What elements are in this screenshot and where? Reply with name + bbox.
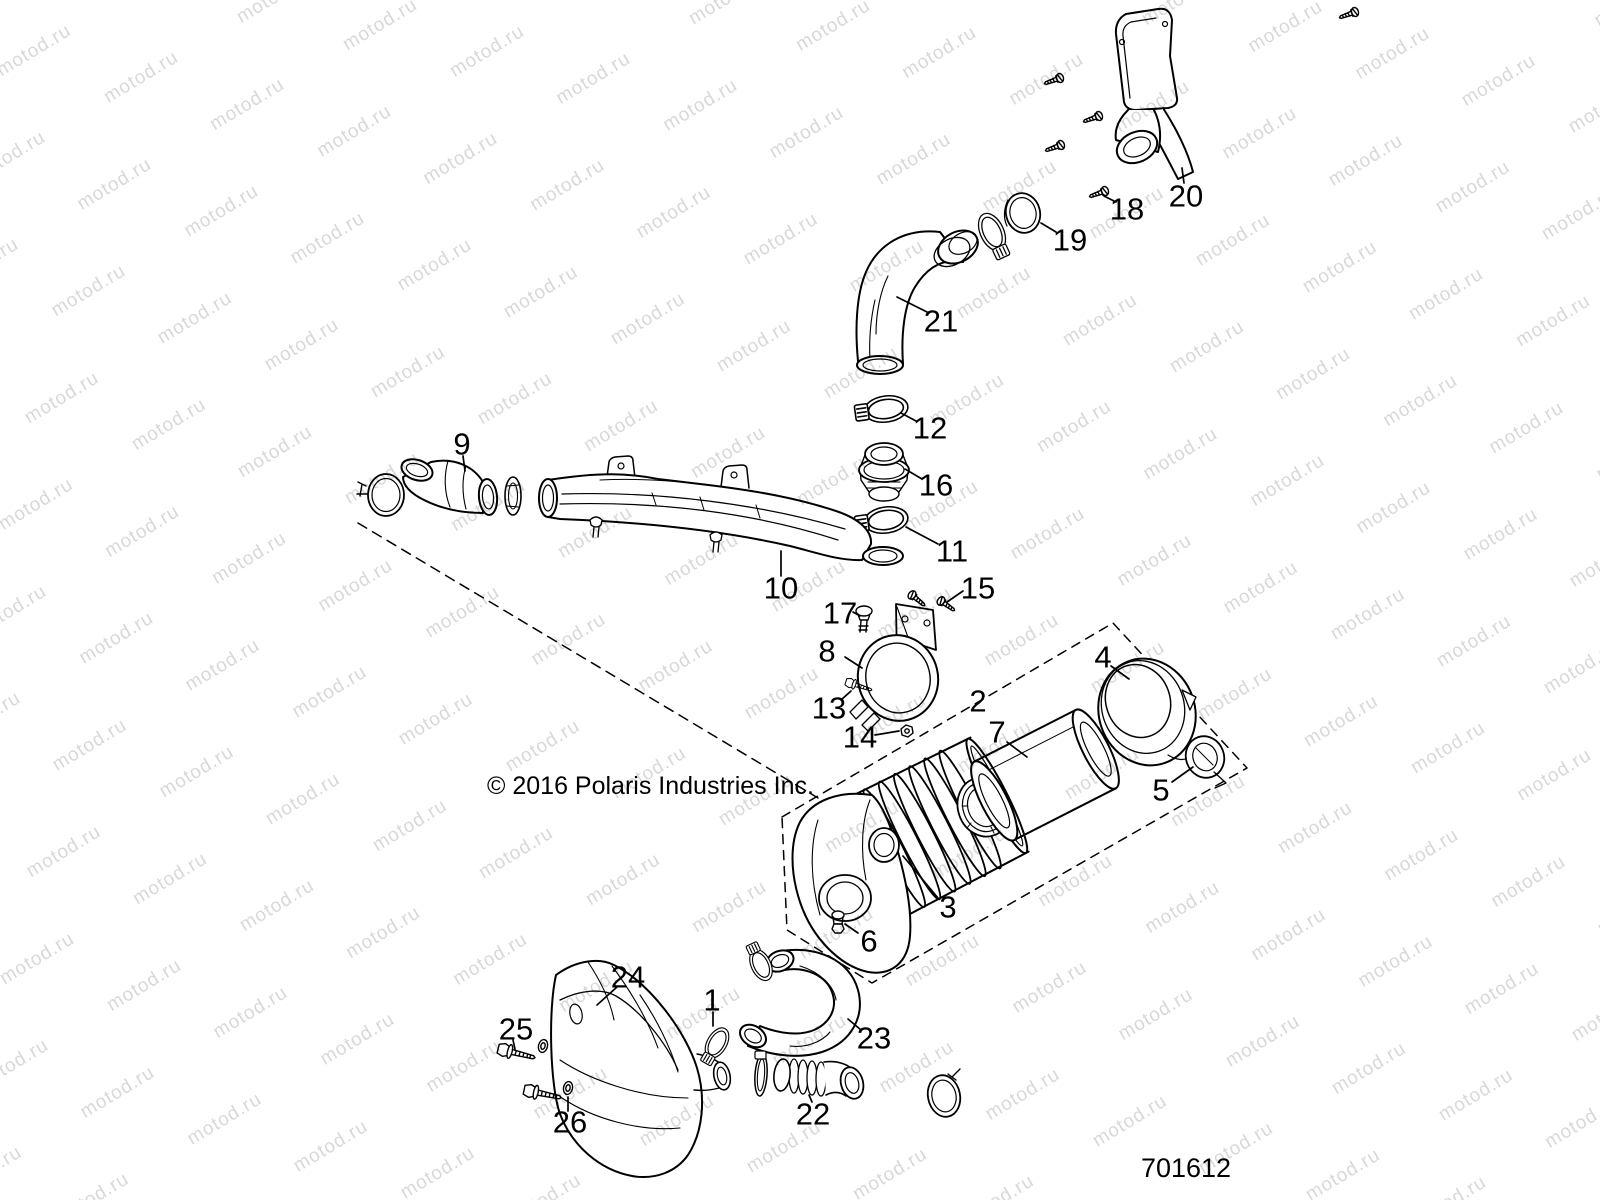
part-label-16: 16 (919, 468, 953, 503)
part-label-12: 12 (913, 411, 947, 446)
label-leader-9 (462, 455, 466, 472)
part-label-25: 25 (499, 1012, 533, 1047)
part-5-cap (1184, 735, 1227, 789)
part-21-air-tube (855, 229, 979, 375)
part-9-spacer (504, 476, 522, 516)
part-9-elbow-hose (400, 458, 499, 516)
label-leader-7 (1006, 741, 1028, 758)
part-12-clamp (852, 392, 911, 427)
label-leader-22 (808, 1094, 813, 1103)
label-leader-13 (840, 690, 852, 701)
label-leader-18 (1103, 195, 1117, 203)
part-18-screws (1042, 5, 1361, 202)
part-20-intake-duct (1114, 7, 1194, 180)
part-label-8: 8 (818, 634, 835, 669)
part-label-2: 2 (969, 684, 986, 719)
label-leader-12 (900, 412, 917, 422)
part-7-air-filter (970, 708, 1120, 842)
part-label-20: 20 (1169, 179, 1203, 214)
part-1-clamp (696, 1023, 735, 1069)
part-10-intake-duct (538, 455, 904, 566)
part-label-24: 24 (611, 960, 645, 995)
part-label-17: 17 (823, 596, 857, 631)
exploded-view-dashed-leader (357, 522, 819, 799)
label-leader-11 (905, 526, 939, 545)
part-label-3: 3 (939, 890, 956, 925)
part-14-nut (900, 724, 914, 738)
part-19-clamp (972, 192, 1042, 263)
part-22-coupling (773, 1058, 865, 1100)
label-leader-6 (844, 923, 859, 934)
part-label-15: 15 (961, 571, 995, 606)
part-24-resonator (550, 959, 732, 1178)
part-8-bracket-clamp (849, 603, 940, 732)
label-leader-4 (1110, 665, 1130, 680)
part-label-7: 7 (988, 715, 1005, 750)
label-leader-5 (1171, 766, 1194, 783)
part-label-4: 4 (1094, 640, 1111, 675)
label-leader-23 (847, 1018, 862, 1031)
assembly-2-dashed-box (781, 622, 1248, 984)
part-label-19: 19 (1053, 223, 1087, 258)
part-6-fitting (831, 910, 845, 934)
label-leader-20 (1181, 167, 1185, 184)
label-leader-14 (874, 730, 900, 736)
part-label-5: 5 (1152, 773, 1169, 808)
label-leader-24 (596, 986, 618, 1006)
part-label-11: 11 (936, 534, 968, 569)
label-leader-21 (896, 296, 930, 314)
part-16-coupling (858, 442, 910, 502)
part-4-end-cap (1097, 657, 1197, 767)
part-22-ring-clamp (926, 1068, 962, 1118)
part-label-13: 13 (812, 691, 846, 726)
diagram-number: 701612 (1141, 1153, 1231, 1183)
part-label-18: 18 (1110, 192, 1144, 227)
label-leader-8 (844, 656, 863, 669)
part-9-clamp (356, 473, 405, 517)
label-leader-15 (946, 590, 964, 603)
part-label-10: 10 (764, 571, 798, 606)
label-leader-19 (1040, 222, 1057, 233)
part-labels-layer: 1234567891011121314151617181920212223242… (453, 167, 1203, 1140)
part-label-21: 21 (924, 304, 958, 339)
label-leader-17 (852, 611, 861, 617)
part-label-1: 1 (703, 983, 720, 1018)
part-label-9: 9 (453, 427, 470, 462)
part-label-22: 22 (796, 1097, 830, 1132)
part-22-band-clamp (754, 1050, 768, 1097)
part-label-14: 14 (843, 720, 877, 755)
label-leader-25 (512, 1039, 516, 1050)
part-17-push-rivet (855, 605, 873, 633)
label-leader-16 (904, 468, 923, 480)
part-label-6: 6 (860, 924, 877, 959)
part-label-26: 26 (553, 1105, 587, 1140)
copyright-text: © 2016 Polaris Industries Inc. (487, 772, 814, 800)
part-3-airbox (791, 736, 1030, 974)
part-label-23: 23 (857, 1021, 891, 1056)
label-leader-3 (902, 855, 939, 899)
